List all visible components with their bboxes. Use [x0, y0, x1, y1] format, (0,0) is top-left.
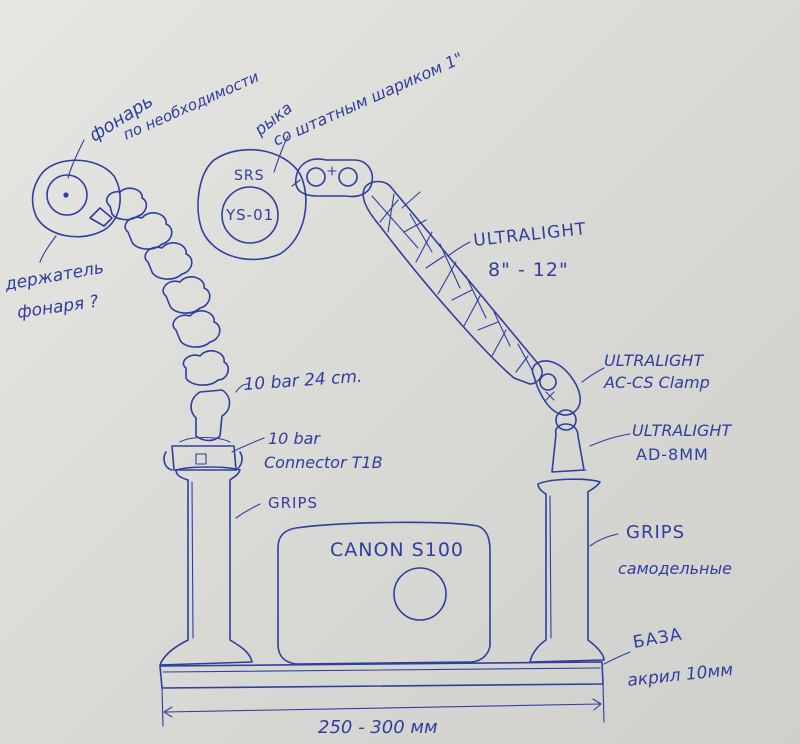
label-ultralight-clamp-line2: AC-CS Clamp [603, 373, 710, 392]
label-loc-line-connector-line1: 10 bar [268, 429, 321, 448]
label-ultralight-adapter-line2: AD-8MM [636, 445, 709, 464]
label-ultralight-adapter-line1: ULTRALIGHT [632, 421, 732, 440]
torch [31, 139, 121, 238]
label-torch-holder-line1: держатель [2, 258, 105, 295]
label-ultralight-clamp-line1: ULTRALIGHT [604, 351, 704, 370]
label-grips-left: GRIPS [268, 494, 318, 512]
camera-canon-s100 [277, 521, 491, 665]
label-base-width: 250 - 300 мм [318, 717, 438, 738]
label-strobe-model: YS-01 [225, 206, 274, 224]
ultralight-arm-8-12 [362, 180, 543, 385]
label-ultralight-arm-line1: ULTRALIGHT [472, 219, 587, 251]
label-grips-right-line2: самодельные [618, 559, 732, 578]
label-torch-holder-line2: фонаря ? [16, 292, 100, 323]
label-loc-line-connector-line2: Connector T1B [264, 453, 383, 472]
label-base-line2: акрил 10мм [626, 660, 734, 691]
label-ultralight-arm-line2: 8" - 12" [488, 259, 569, 281]
leader-lines [39, 235, 631, 665]
label-ball-clamp-line2: со штатным шариком 1" [270, 48, 466, 149]
ultralight-clamp-ac-cs [531, 360, 581, 431]
acrylic-base-plate [159, 661, 605, 727]
loc-line-connector-t1b [163, 436, 243, 471]
left-grip [159, 466, 253, 666]
loc-line-segmented-arm [89, 187, 231, 442]
annotations: фонарь по необходимости держатель фонаря… [2, 48, 734, 738]
label-camera: CANON S100 [330, 539, 464, 561]
strobe-srs-ys-01 [197, 135, 307, 261]
right-grip [529, 478, 605, 663]
label-strobe-brand: SRS [234, 168, 265, 184]
strobe-ball-clamp [291, 158, 374, 198]
label-loc-line-arm: 10 bar 24 cm. [243, 367, 363, 395]
label-base-line1: БАЗА [631, 625, 684, 653]
label-grips-right-line1: GRIPS [626, 522, 685, 543]
ultralight-adapter-ad-8mm [551, 423, 587, 473]
